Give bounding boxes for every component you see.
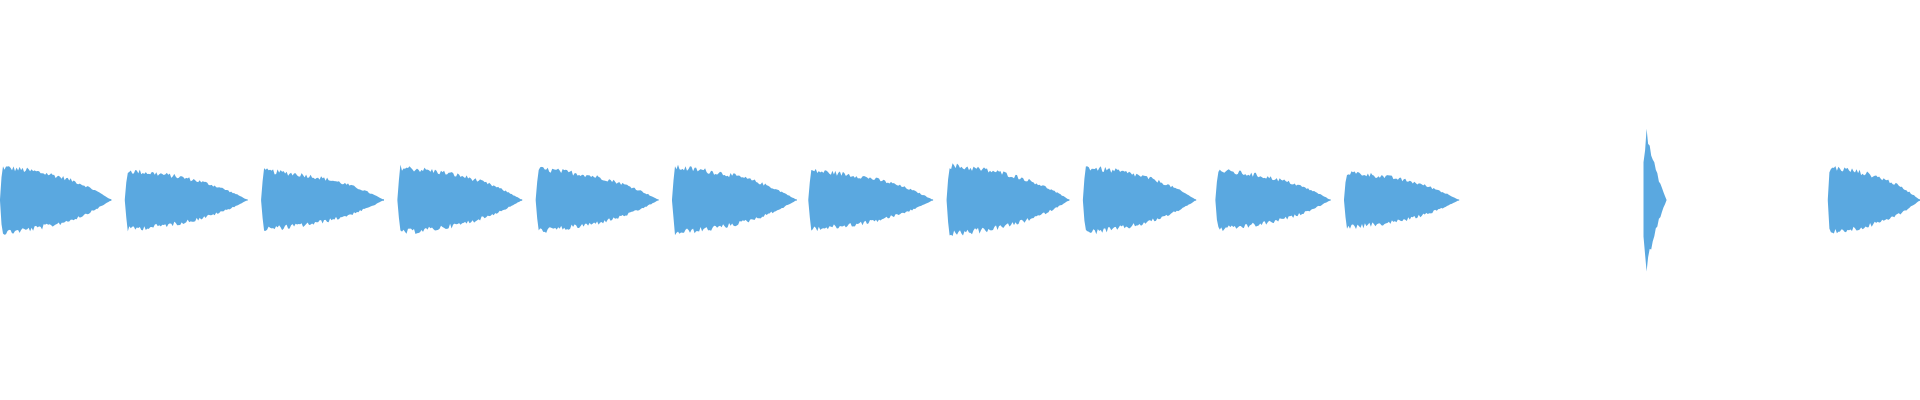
waveform-clip-2 xyxy=(124,169,248,232)
waveform-clip-9 xyxy=(1082,166,1197,235)
waveform-clip-5 xyxy=(535,166,659,233)
waveform-clip-4 xyxy=(397,164,523,234)
waveform-clip-3 xyxy=(261,168,384,231)
waveform-clip-6 xyxy=(672,164,797,236)
waveform-clip-13 xyxy=(1827,166,1920,234)
waveform-clip-1 xyxy=(0,166,112,235)
waveform-clip-12 xyxy=(1643,128,1667,272)
waveform-clip-10 xyxy=(1215,169,1331,232)
waveform-clip-11 xyxy=(1344,171,1460,229)
waveform-clips xyxy=(0,128,1920,272)
waveform-clip-8 xyxy=(946,163,1070,236)
waveform-clip-7 xyxy=(808,168,934,232)
